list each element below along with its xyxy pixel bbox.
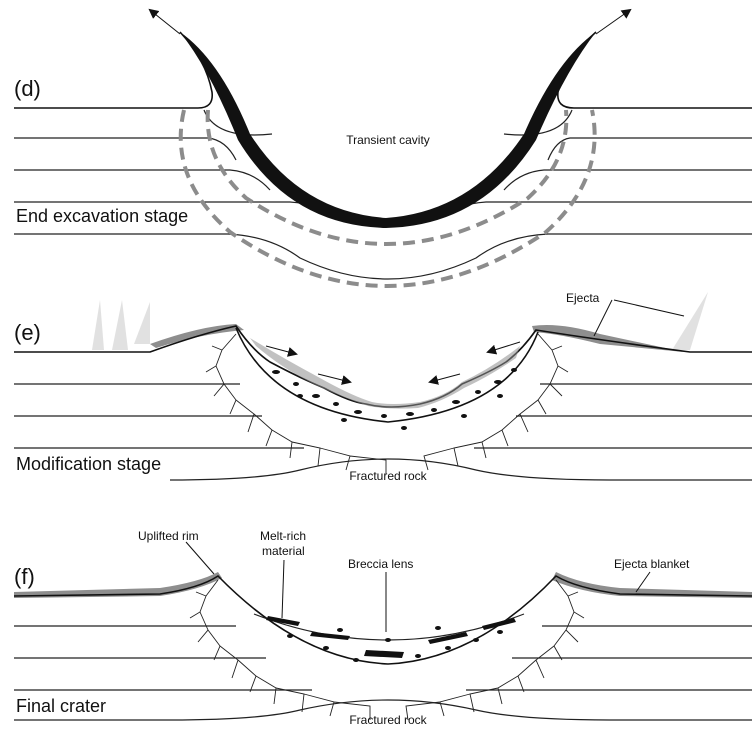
ejecta-label: Ejecta (566, 291, 600, 305)
ground-surface-left (14, 32, 212, 108)
breccia-lens-label: Breccia lens (348, 557, 413, 571)
stage-title-e: Modification stage (16, 454, 161, 474)
stratum-line (14, 234, 752, 279)
panel-letter-f: (f) (14, 564, 35, 589)
stage-title-f: Final crater (16, 696, 106, 716)
panel-d: (d) Transient cavity End excavation stag… (14, 10, 752, 286)
ejecta-leader-left (594, 300, 612, 336)
ejecta-spray-right (672, 292, 708, 350)
panel-letter-e: (e) (14, 320, 41, 345)
stage-title-d: End excavation stage (16, 206, 188, 226)
ejecta-blanket-label: Ejecta blanket (614, 557, 690, 571)
transient-cavity-label: Transient cavity (346, 133, 430, 147)
ejection-arrow-left (150, 10, 180, 34)
uplifted-rim-leader (186, 542, 214, 574)
melt-rich-label-line2: material (262, 544, 305, 558)
ejecta-leader-right (614, 300, 684, 316)
fracture-network (190, 580, 584, 720)
uplifted-rim-label: Uplifted rim (138, 529, 199, 543)
melt-rich-label-line1: Melt-rich (260, 529, 306, 543)
panel-f: (f) Uplifted rim Melt-rich material Brec… (14, 529, 752, 727)
transient-cavity-lining (180, 32, 596, 228)
ejecta-spray-left (92, 300, 150, 350)
melt-rich-leader (282, 560, 284, 618)
panel-e: (e) Ejecta Modification stage Fractured … (14, 291, 752, 483)
stratum-line (170, 459, 752, 480)
ejection-arrow-right (596, 10, 630, 34)
fractured-rock-label-f: Fractured rock (349, 713, 427, 727)
panel-letter-d: (d) (14, 76, 41, 101)
slump-arrow (430, 374, 460, 382)
fractured-rock-label-e: Fractured rock (349, 469, 427, 483)
stratum-line (14, 170, 752, 190)
